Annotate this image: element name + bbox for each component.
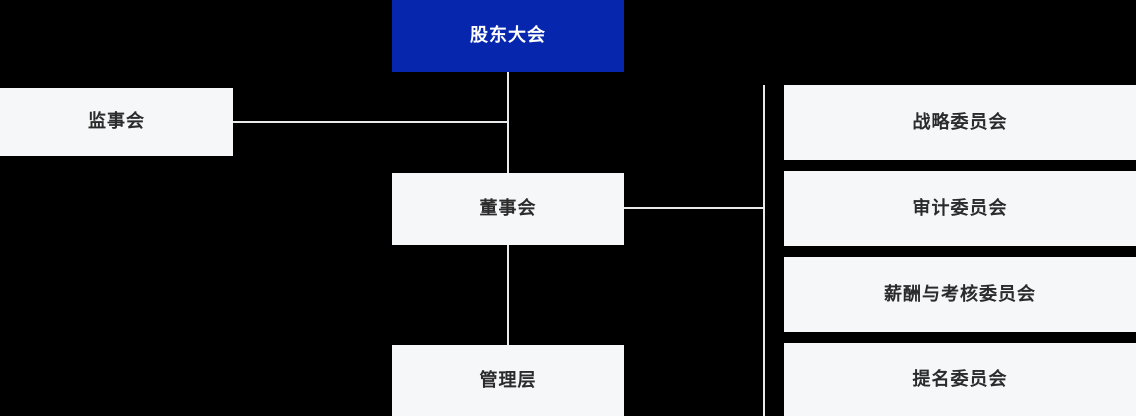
org-node-audit-committee[interactable]: 审计委员会 [784, 171, 1136, 246]
org-node-label: 提名委员会 [912, 368, 1008, 389]
org-node-nomination-committee[interactable]: 提名委员会 [784, 343, 1136, 416]
org-node-label: 管理层 [479, 369, 537, 390]
org-node-label: 战略委员会 [912, 111, 1008, 132]
org-node-label: 薪酬与考核委员会 [884, 283, 1036, 304]
org-node-label: 董事会 [479, 198, 537, 219]
org-node-shareholders-meeting[interactable]: 股东大会 [392, 0, 624, 72]
connector-board-to-management [507, 245, 509, 345]
connector-supervisors-to-trunk [233, 121, 508, 123]
org-node-management[interactable]: 管理层 [392, 345, 624, 416]
org-node-label: 审计委员会 [912, 197, 1008, 218]
org-node-label: 监事会 [88, 111, 145, 132]
connector-board-to-committee-spine [624, 207, 765, 209]
org-node-strategy-committee[interactable]: 战略委员会 [784, 85, 1136, 160]
connector-committee-spine [763, 85, 765, 416]
org-node-compensation-appraisal-committee[interactable]: 薪酬与考核委员会 [784, 257, 1136, 332]
org-node-label: 股东大会 [470, 25, 546, 46]
connector-shareholders-to-board [507, 72, 509, 173]
org-node-board-of-supervisors[interactable]: 监事会 [0, 88, 233, 156]
org-node-board-of-directors[interactable]: 董事会 [392, 173, 624, 245]
